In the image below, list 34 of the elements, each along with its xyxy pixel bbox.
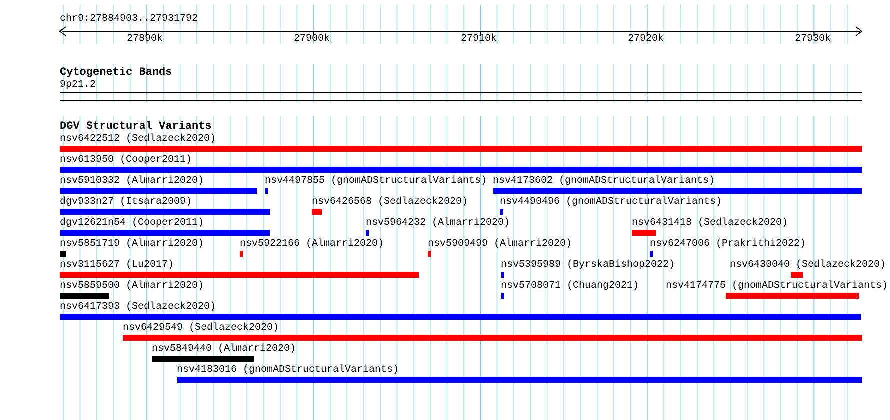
track-label: 9p21.2 <box>60 80 96 92</box>
variant-label: dgv12621n54 (Cooper2011) <box>60 218 204 230</box>
variant-label: nsv5708071 (Chuang2021) <box>501 281 640 293</box>
variant-label: nsv5851719 (Almarri2020) <box>60 239 204 251</box>
track-label: chr9:27884903..27931792 <box>60 14 198 26</box>
tick-label: 27910k <box>461 34 498 46</box>
variant-label: nsv4497855 (gnomADStructuralVariants) <box>265 176 488 188</box>
variant-label: nsv5964232 (Almarri2020) <box>366 218 510 230</box>
track-heading: DGV Structural Variants <box>60 121 212 133</box>
variant-label: nsv6429549 (Sedlazeck2020) <box>123 323 280 335</box>
variant-label: nsv3115627 (Lu2017) <box>60 260 174 272</box>
variant-label: nsv6431418 (Sedlazeck2020) <box>632 218 788 230</box>
variant-label: dgv933n27 (Itsara2009) <box>60 197 192 209</box>
variant-label: nsv4183016 (gnomADStructuralVariants) <box>177 365 400 377</box>
tick-label: 27900k <box>294 34 330 46</box>
variant-label: nsv4490496 (gnomADStructuralVariants) <box>500 197 722 209</box>
variant-label: nsv6417393 (Sedlazeck2020) <box>60 302 216 314</box>
variant-label: nsv6247006 (Prakrithi2022) <box>650 239 806 251</box>
variant-label: nsv5849440 (Almarri2020) <box>152 344 296 356</box>
variant-label: nsv4174775 (gnomADStructuralVariants) <box>666 281 888 293</box>
variant-label: nsv613950 (Cooper2011) <box>60 155 192 167</box>
variant-label: nsv5909499 (Almarri2020) <box>428 239 572 251</box>
variant-label: nsv5859500 (Almarri2020) <box>60 281 204 293</box>
variant-label: nsv6422512 (Sedlazeck2020) <box>60 134 216 146</box>
variant-label: nsv6426568 (Sedlazeck2020) <box>312 197 468 209</box>
variant-label: nsv5922166 (Almarri2020) <box>240 239 384 251</box>
track-heading: Cytogenetic Bands <box>60 67 172 79</box>
tick-label: 27920k <box>628 34 664 46</box>
tick-label: 27930k <box>795 34 832 46</box>
variant-label: nsv5910332 (Almarri2020) <box>60 176 204 188</box>
variant-label: nsv6430040 (Sedlazeck2020) <box>730 260 886 272</box>
variant-label: nsv4173602 (gnomADStructuralVariants) <box>493 176 716 188</box>
tick-label: 27890k <box>127 34 164 46</box>
variant-label: nsv5395989 (ByrskaBishop2022) <box>501 260 676 272</box>
